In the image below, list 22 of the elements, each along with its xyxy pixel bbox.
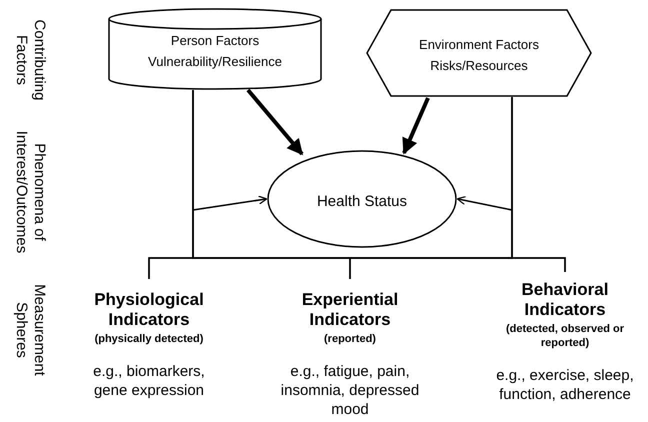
connector-line [511,97,566,272]
indicator-examples: e.g., exercise, sleep, function, adherence [495,366,635,404]
node-text: Health Status [316,192,408,212]
arrow [402,97,430,154]
node-text: Risks/Resources [430,57,528,75]
indicator-subtitle: (physically detected) [94,332,204,346]
indicator-title: Physiological Indicators [93,290,205,330]
indicator-title: Experiential Indicators [300,290,400,330]
section-label: Contributing Factors [12,18,48,102]
indicator-examples: e.g., biomarkers, gene expression [92,362,206,400]
indicator-subtitle: (detected, observed or reported) [505,322,625,350]
arrow [456,196,512,211]
arrow [192,196,268,211]
indicator-title: Behavioral Indicators [520,280,610,320]
section-label: Measurement Spheres [12,283,48,378]
node-text: Vulnerability/Resilience [148,53,282,71]
indicator-examples: e.g., fatigue, pain, insomnia, depressed mood [280,362,420,419]
node-text: Environment Factors [419,36,539,54]
node-text: Person Factors [170,32,260,50]
section-label: Phenomena of Interest/Outcomes [12,130,48,256]
indicator-subtitle: (reported) [323,332,377,346]
arrow [246,88,304,156]
